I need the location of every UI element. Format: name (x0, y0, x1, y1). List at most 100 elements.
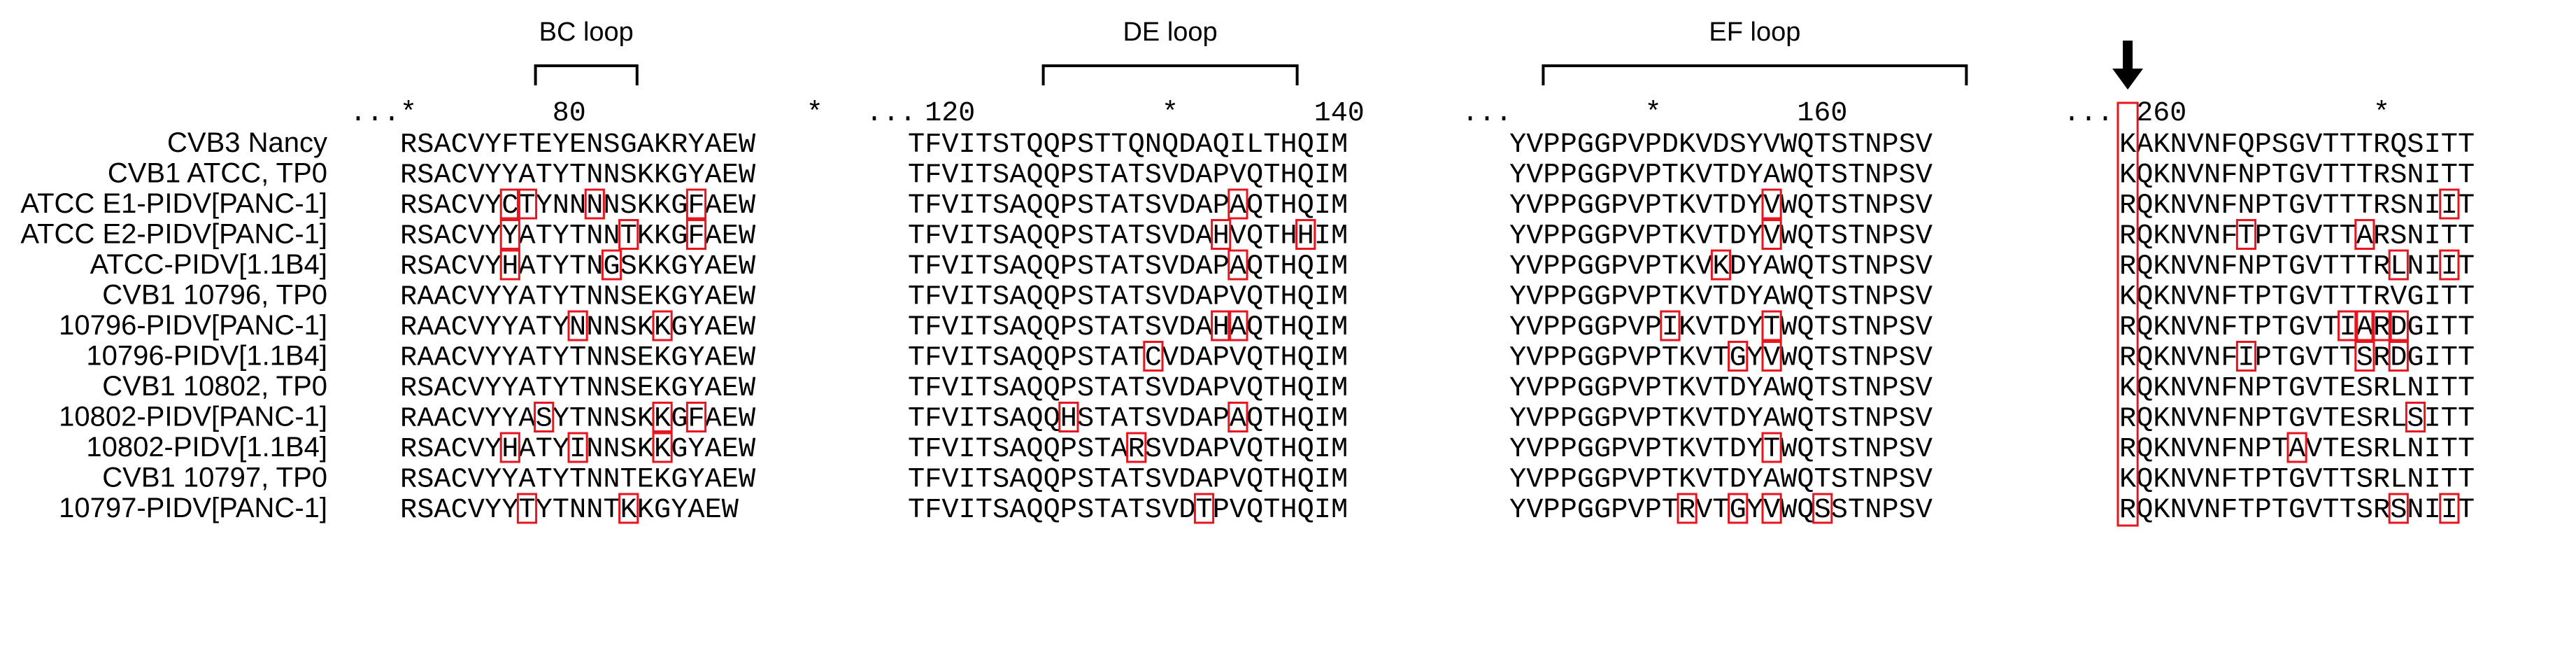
ruler-star: * (806, 98, 823, 129)
substitution-box (2405, 402, 2426, 432)
substitution-box (2337, 310, 2358, 341)
sequence-segment: RSACVYYATYTNNTKKGFAEW (400, 221, 755, 253)
substitution-box (2354, 341, 2375, 372)
sequence-segment: RSACVYYATYTNNSKKGYAEW (400, 160, 755, 192)
sequence-segment: RSACVYYATYTNNTEKGYAEW (400, 465, 755, 496)
sequence-segment: YVPPGGPVPTKVTDYVWQTSTNPSV (1509, 221, 1933, 253)
sequence-label: CVB1 ATCC, TP0 (108, 158, 327, 189)
sequence-segment: YVPPGGPVPTKVTDYTWQTSTNPSV (1509, 434, 1933, 465)
sequence-segment: YVPPGGPVPTKVKDYAWQTSTNPSV (1509, 251, 1933, 283)
sequence-segment: YVPPGGPVPIKVTDYTWQTSTNPSV (1509, 312, 1933, 344)
sequence-segment: TFVITSAQQHSTATSVDAPAQTHQIM (908, 404, 1348, 435)
sequence-segment: TFVITSAQQPSTATSVDAPAQTHQIM (908, 251, 1348, 283)
substitution-box (1143, 341, 1164, 372)
sequence-label: CVB3 Nancy (167, 127, 327, 158)
substitution-box (499, 432, 520, 463)
substitution-box (685, 188, 707, 220)
ruler-star: * (1162, 98, 1179, 129)
ruler-number: 80 (553, 98, 586, 129)
sequence-segment: YVPPGGPVPTKVTGYVWQTSTNPSV (1509, 343, 1933, 374)
sequence-segment: RAACVYYATYNNNSKKGYAEW (400, 312, 755, 344)
sequence-segment: RAACVYYATYTNNSEKGYAEW (400, 282, 755, 314)
substitution-box (567, 432, 588, 463)
sequence-segment: RQKNVNFNPTAVTESRLNITT (2119, 434, 2475, 465)
sequence-segment: YVPPGGPVPTKVTDYAWQTSTNPSV (1509, 160, 1933, 192)
loop-bracket (534, 64, 639, 85)
sequence-segment: KQKNVNFNPTGVTTTRSNITT (2119, 160, 2475, 192)
sequence-segment: RSACVYYTYTNNTKKGYAEW (400, 495, 739, 526)
substitution-box (2439, 493, 2460, 524)
substitution-box (1710, 249, 1732, 281)
substitution-box (1227, 402, 1248, 432)
substitution-box (516, 188, 538, 220)
sequence-segment: YVPPGGPVPTKVTDYAWQTSTNPSV (1509, 404, 1933, 435)
ruler-number: 120 (925, 98, 975, 129)
sequence-segment: TFVITSAQQPSTATSVDAPAQTHQIM (908, 190, 1348, 222)
substitution-box (1761, 188, 1782, 220)
sequence-label: 10796-PIDV[PANC-1] (59, 310, 327, 341)
loop-bracket (1041, 64, 1299, 85)
sequence-label: CVB1 10802, TP0 (102, 371, 327, 402)
arrow-shaft (2123, 41, 2133, 70)
substitution-highlights (499, 101, 2460, 527)
sequence-segment: KQKNVNFNPTGVTESRLNITT (2119, 373, 2475, 404)
substitution-box (534, 402, 555, 432)
sequence-label: CVB1 10797, TP0 (102, 463, 327, 493)
sequence-segment: TFVITSAQQPSTATSVDAPVQTHQIM (908, 373, 1348, 404)
sequence-segment: RSACVYCTYNNNNSKKGFAEW (400, 190, 755, 222)
sequence-segment: RQKNVNFTPTGVTIARDGITT (2119, 312, 2475, 344)
substitution-box (584, 188, 605, 220)
substitution-box (1728, 493, 1749, 524)
sequence-label: 10796-PIDV[1.1B4] (86, 341, 327, 372)
substitution-box (685, 219, 707, 250)
substitution-box (567, 310, 588, 341)
sequence-segment: TFVITSAQQPSTATSVDAPVQTHQIM (908, 465, 1348, 496)
loop-label: BC loop (539, 17, 634, 47)
sequence-segment: RSACVYHATYTNGSKKGYAEW (400, 251, 755, 283)
sequence-segment: TFVITSAQQPSTATSVDAHVQTHHIM (908, 221, 1348, 253)
sequence-segment: KAKNVNFQPSGVTTTRQSITT (2119, 129, 2475, 161)
sequence-segment: TFVITSAQQPSTATSVDTPVQTHQIM (908, 495, 1348, 526)
substitution-box (1227, 310, 1248, 341)
substitution-box (1761, 432, 1782, 463)
sequence-label: 10802-PIDV[1.1B4] (86, 432, 327, 463)
sequence-segment: RQKNVNFTPTGVTTSRSNIIT (2119, 495, 2475, 526)
sequence-segment: RQKNVNFNPTGVTTTRLNIIT (2119, 251, 2475, 283)
substitution-box (1660, 310, 1681, 341)
ruler-number: 140 (1314, 98, 1365, 129)
substitution-box (499, 188, 520, 220)
sequence-segment: TFVITSAQQPSTATSVDAHAQTHQIM (908, 312, 1348, 344)
substitution-box (1058, 402, 1079, 432)
substitution-box (2286, 432, 2307, 463)
substitution-box (1812, 493, 1833, 524)
substitution-box (2354, 310, 2375, 341)
sequence-segment: RQKNVNFTPTGVTTARSNITT (2119, 221, 2475, 253)
substitution-box (1761, 493, 1782, 524)
substitution-box (652, 310, 673, 341)
sequence-segment: RSACVYFTEYENSGAKRYAEW (400, 129, 755, 161)
sequence-segment: YVPPGGPVPTKVTDYAWQTSTNPSV (1509, 465, 1933, 496)
ruler-star: * (400, 98, 417, 129)
substitution-box (2388, 249, 2409, 281)
substitution-box (2235, 341, 2257, 372)
substitution-box (1761, 341, 1782, 372)
substitution-box (1211, 310, 1232, 341)
sequence-label: ATCC E1-PIDV[PANC-1] (20, 188, 327, 219)
substitution-box (1211, 219, 1232, 250)
substitution-box (1227, 188, 1248, 220)
gap-ellipsis: ... (2063, 98, 2114, 129)
substitution-box (652, 402, 673, 432)
substitution-box (618, 493, 639, 524)
substitution-box (499, 249, 520, 281)
substitution-box (685, 402, 707, 432)
substitution-box (2354, 219, 2375, 250)
loop-label: EF loop (1709, 17, 1800, 47)
substitution-box (499, 219, 520, 250)
sequence-segment: RAACVYYATYTNNSEKGYAEW (400, 343, 755, 374)
gap-ellipsis: ... (1462, 98, 1512, 129)
substitution-box (2235, 219, 2257, 250)
sequence-segment: TFVITSTQQPSTTQNQDAQILTHQIM (908, 129, 1348, 161)
substitution-box (601, 249, 622, 281)
